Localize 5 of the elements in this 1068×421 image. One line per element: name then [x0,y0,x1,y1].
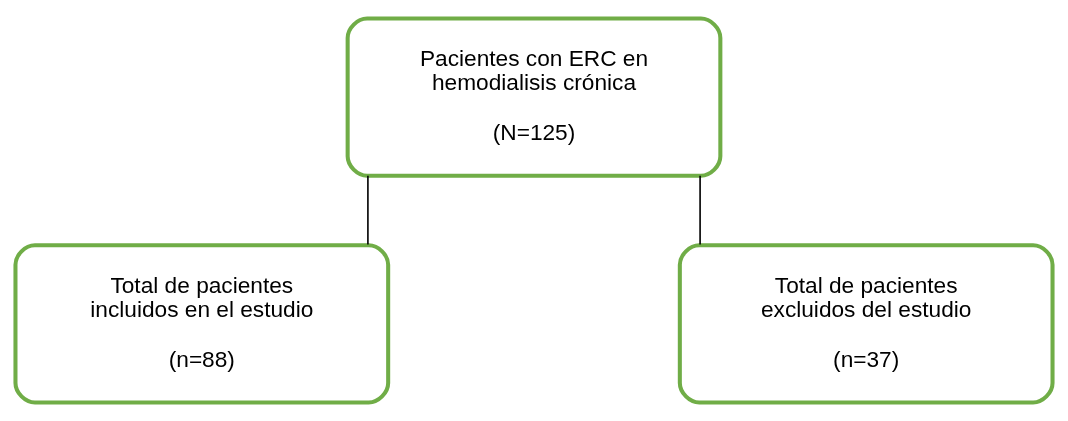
node-box: Total de pacientes excluidos del estudio (n=37) [677,243,1055,405]
node-box: Pacientes con ERC en hemodialisis crónica (N=125) [345,16,723,178]
connector [367,174,369,246]
node-box: Total de pacientes incluidos en el estudio (n=88) [13,243,391,405]
connector [699,174,701,246]
